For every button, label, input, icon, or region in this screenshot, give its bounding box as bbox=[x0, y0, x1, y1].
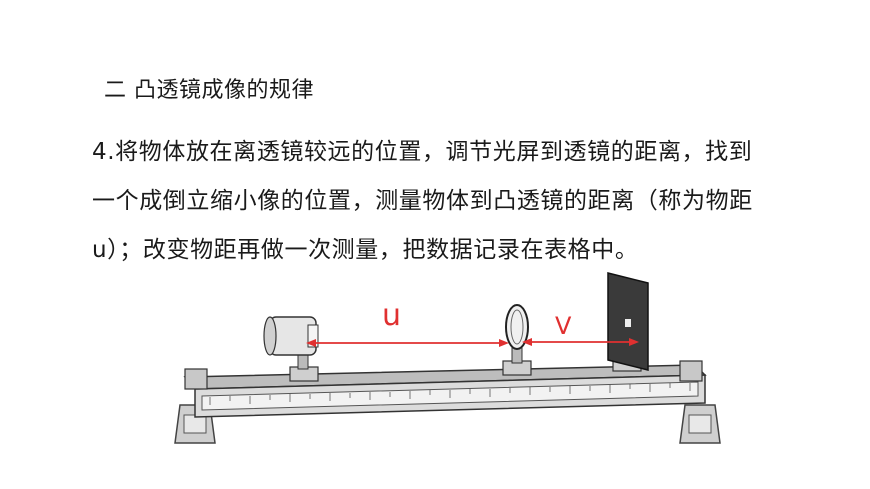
step-line-3: u）；改变物距再做一次测量，把数据记录在表格中。 bbox=[92, 237, 639, 263]
object-distance-label: u bbox=[382, 298, 402, 333]
optical-bench-rail bbox=[183, 360, 707, 418]
distance-u-arrow bbox=[306, 339, 509, 347]
step-line-1: 4.将物体放在离透镜较远的位置，调节光屏到透镜的距离，找到 bbox=[92, 139, 753, 165]
step-description: 4.将物体放在离透镜较远的位置，调节光屏到透镜的距离，找到 一个成倒立缩小像的位… bbox=[92, 128, 822, 275]
step-line-2: 一个成倒立缩小像的位置，测量物体到凸透镜的距离（称为物距 bbox=[92, 188, 753, 214]
section-heading: 二 凸透镜成像的规律 bbox=[104, 78, 314, 103]
optical-bench-diagram bbox=[174, 272, 721, 444]
distance-v-arrow bbox=[522, 338, 639, 346]
convex-lens bbox=[502, 304, 532, 376]
light-screen bbox=[607, 272, 649, 372]
light-source bbox=[263, 316, 319, 382]
ruler-scale bbox=[209, 383, 691, 405]
image-distance-label: V bbox=[555, 312, 572, 340]
bench-right-leg bbox=[679, 404, 721, 444]
